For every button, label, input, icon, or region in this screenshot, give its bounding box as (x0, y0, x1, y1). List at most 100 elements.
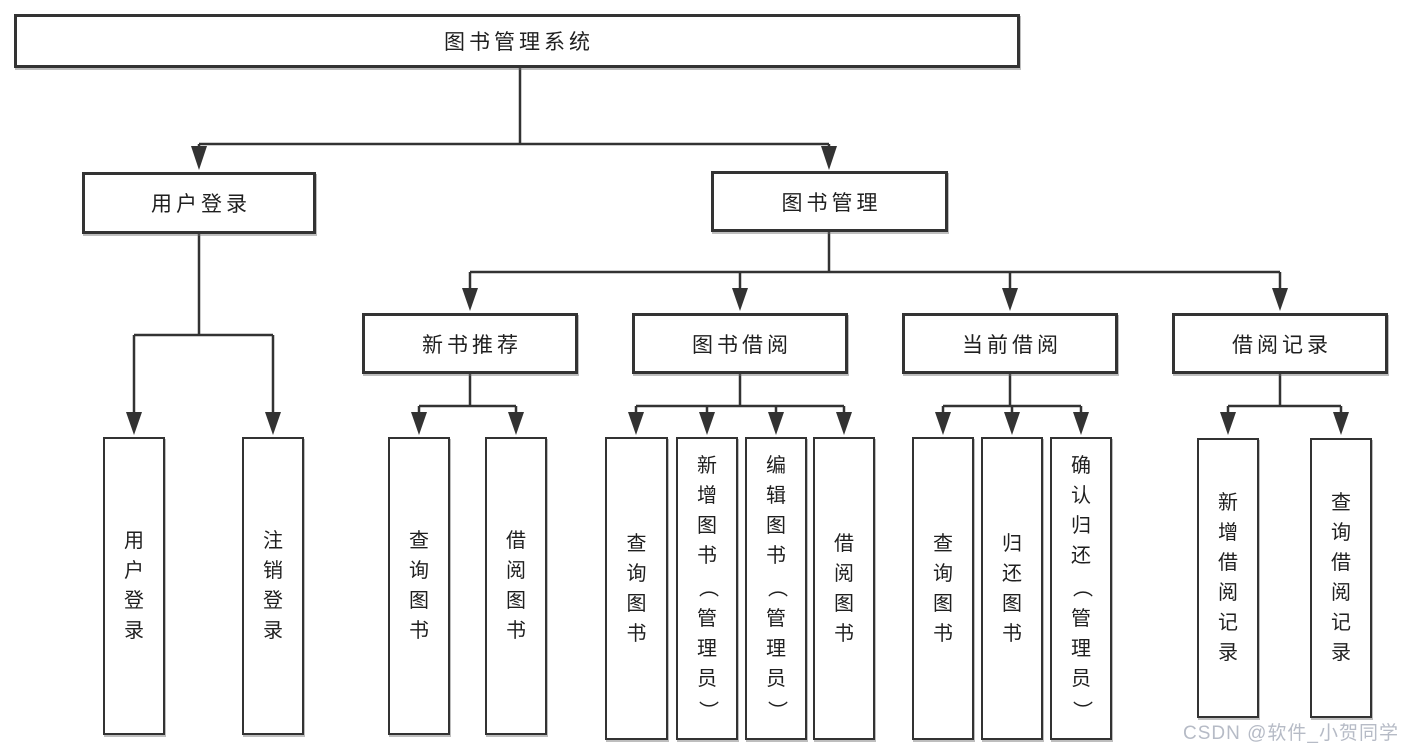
leaf-return-books: 归还图书 (981, 437, 1043, 740)
vertical-char: 登 (263, 590, 283, 612)
vertical-char: 图 (766, 514, 786, 537)
vertical-char: 注 (263, 530, 283, 552)
vertical-char: 登 (124, 590, 144, 612)
node-borrowing-records: 借阅记录 (1172, 313, 1388, 374)
node-new-book-recommendation: 新书推荐 (362, 313, 578, 374)
vertical-char: 员 (766, 667, 786, 690)
arrowhead (508, 412, 524, 435)
leaf-add-book-admin: 新增图书（管理员） (676, 437, 738, 740)
vertical-char: 查 (933, 532, 953, 555)
arrowheads (126, 146, 1349, 435)
vertical-char: 询 (1331, 522, 1351, 544)
vertical-char: 书 (933, 622, 953, 645)
leaf-confirm-return-admin: 确认归还 （ 管理员 ） (1050, 437, 1112, 740)
leaf-query-books-recommend: 查询图书 (388, 437, 450, 735)
arrowhead (411, 412, 427, 435)
vertical-char: 书 (506, 620, 526, 642)
vertical-char: 用 (124, 530, 144, 552)
vertical-char: 阅 (506, 560, 526, 582)
vertical-char: 查 (626, 532, 647, 555)
vertical-char: 归 (1071, 514, 1091, 537)
vertical-char: 确 (1071, 454, 1091, 477)
vertical-char: 书 (626, 622, 647, 645)
vertical-char: 理 (766, 637, 786, 660)
arrowhead (836, 412, 852, 435)
arrowhead (126, 412, 142, 435)
connector-paths (132, 68, 1343, 413)
vertical-char: 图 (626, 592, 647, 615)
arrowhead (935, 412, 951, 435)
node-book-management: 图书管理 (711, 171, 948, 232)
arrowhead (1272, 288, 1288, 311)
leaf-edit-book-admin: 编辑图书（管理员） (745, 437, 807, 740)
leaf-query-books-borrowing: 查询图书 (605, 437, 668, 740)
vertical-char: 书 (409, 620, 429, 642)
node-user-login: 用户登录 (82, 172, 316, 234)
leaf-borrow-books-borrowing: 借阅图书 (813, 437, 875, 740)
vertical-char: 查 (1331, 492, 1351, 514)
vertical-char: 图 (409, 590, 429, 612)
vertical-char: 图 (834, 592, 854, 615)
vertical-char: （ (1070, 577, 1093, 597)
node-book-borrowing: 图书借阅 (632, 313, 848, 374)
vertical-char: 录 (263, 620, 283, 642)
vertical-char: 记 (1331, 612, 1351, 634)
vertical-char: 增 (1218, 522, 1238, 544)
arrowhead (462, 288, 478, 311)
vertical-char: ） (696, 700, 719, 720)
arrowhead (1220, 412, 1236, 435)
vertical-char: 理 (697, 637, 717, 660)
vertical-char: 记 (1218, 612, 1238, 634)
vertical-char: 管 (766, 607, 786, 630)
vertical-char: 还 (1071, 544, 1091, 567)
vertical-char: ） (765, 700, 788, 720)
vertical-char: 销 (263, 560, 283, 582)
node-library-system: 图书管理系统 (14, 14, 1020, 68)
arrowhead (1073, 412, 1089, 435)
arrowhead (821, 146, 837, 170)
vertical-char: 增 (697, 484, 717, 507)
vertical-char: 员 (697, 667, 717, 690)
watermark: CSDN @软件_小贺同学 (1183, 723, 1399, 744)
vertical-char: 借 (1331, 552, 1351, 574)
vertical-char: 图 (933, 592, 953, 615)
arrowhead (1004, 412, 1020, 435)
vertical-char: 询 (933, 562, 953, 585)
arrowhead (628, 412, 644, 435)
vertical-char: 理 (1071, 637, 1091, 660)
arrowhead (1333, 412, 1349, 435)
node-current-borrowing: 当前借阅 (902, 313, 1118, 374)
vertical-char: 阅 (834, 562, 854, 585)
vertical-char: 管 (1071, 607, 1091, 630)
vertical-char: 新 (1218, 492, 1238, 514)
leaf-add-borrow-record: 新增借阅记录 (1197, 438, 1259, 718)
vertical-char: 查 (409, 530, 429, 552)
arrowhead (265, 412, 281, 435)
arrowhead (699, 412, 715, 435)
arrowhead (732, 288, 748, 311)
vertical-char: 新 (697, 454, 717, 477)
vertical-char: 录 (1331, 642, 1351, 664)
vertical-char: 员 (1071, 667, 1091, 690)
vertical-char: 图 (1002, 592, 1022, 615)
vertical-char: 认 (1071, 484, 1091, 507)
vertical-char: （ (765, 577, 788, 597)
vertical-char: 阅 (1218, 582, 1238, 604)
arrowhead (768, 412, 784, 435)
vertical-char: 录 (1218, 642, 1238, 664)
vertical-char: 图 (506, 590, 526, 612)
vertical-char: 借 (1218, 552, 1238, 574)
vertical-char: 书 (834, 622, 854, 645)
vertical-char: 询 (409, 560, 429, 582)
vertical-char: 辑 (766, 484, 786, 507)
leaf-logout-login: 注销登录 (242, 437, 304, 735)
vertical-char: （ (696, 577, 719, 597)
vertical-char: 书 (697, 544, 717, 567)
vertical-char: 借 (506, 530, 526, 552)
vertical-char: 借 (834, 532, 854, 555)
vertical-char: 阅 (1331, 582, 1351, 604)
leaf-borrow-books-recommend: 借阅图书 (485, 437, 547, 735)
vertical-char: ） (1070, 700, 1093, 720)
